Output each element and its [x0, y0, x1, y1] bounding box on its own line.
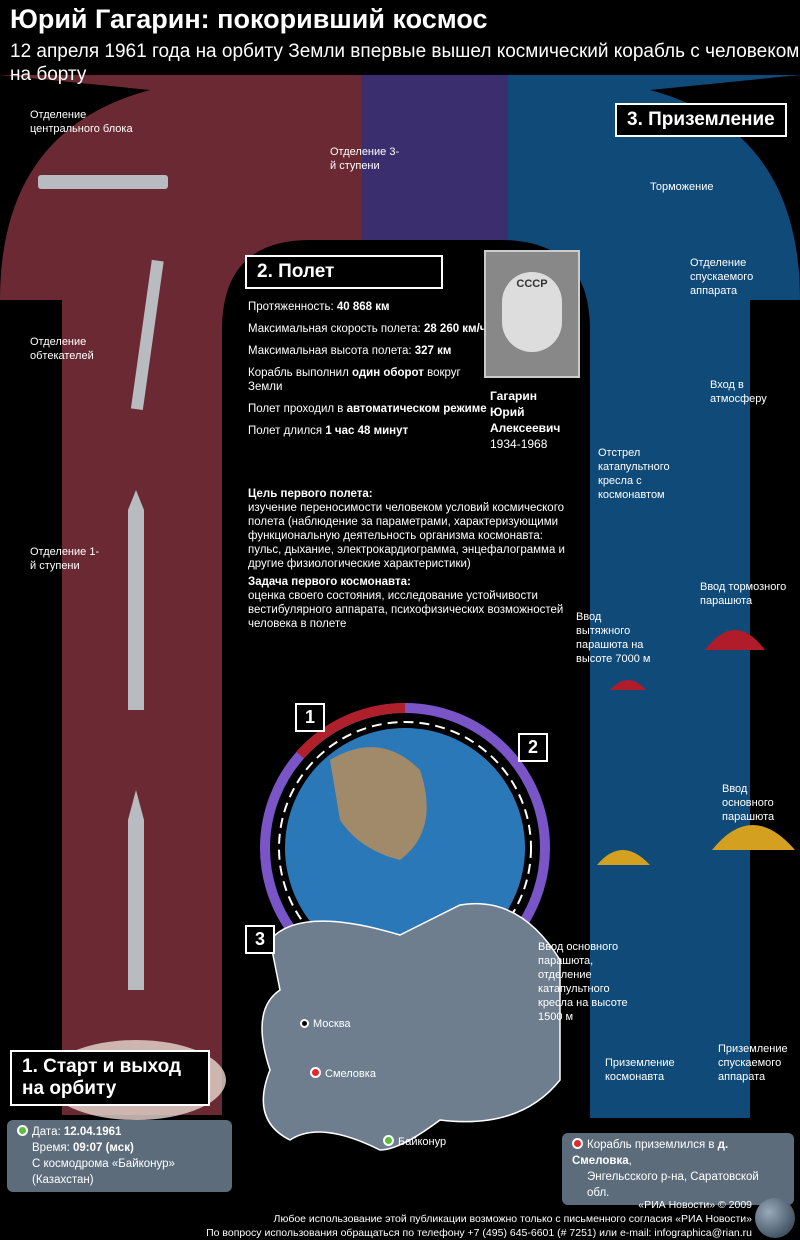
map-moscow: Москва [300, 1017, 351, 1031]
landing-label: Отстрел катапультного кресла с космонавт… [598, 447, 670, 501]
stat-speed: Максимальная скорость полета: 28 260 км/… [248, 323, 487, 335]
stat-altitude: Максимальная высота полета: 327 км [248, 345, 452, 357]
landing-label: Ввод основного парашюта, отделение катап… [538, 941, 628, 1023]
landing-label: Отделение спускаемого аппарата [690, 257, 754, 297]
landing-label: Ввод тормозного парашюта [700, 581, 787, 607]
launch-dot-icon [17, 1125, 28, 1136]
city-dot-icon [300, 1019, 309, 1028]
page-subtitle: 12 апреля 1961 года на орбиту Земли впер… [10, 41, 800, 85]
landing-label: Ввод основного парашюта [722, 783, 775, 823]
landing-dot-icon [572, 1138, 583, 1149]
task-title: Задача первого космонавта: [248, 576, 411, 588]
stat-length: Протяженность: 40 868 км [248, 301, 390, 313]
section-flight-title: 2. Полет [245, 255, 443, 289]
launch-dot-icon [383, 1135, 394, 1146]
orbit-marker-3: 3 [245, 925, 276, 954]
rocket-icon [38, 175, 168, 990]
stat-mode: Полет проходил в автоматическом режиме [248, 403, 487, 415]
section-landing-title: 3. Приземление [615, 103, 787, 137]
task-text: оценка своего состояния, исследование ус… [248, 590, 564, 630]
landing-label: Приземление космонавта [605, 1057, 675, 1083]
landing-label: Торможение [650, 181, 714, 193]
flight-stats: Протяженность: 40 868 км Максимальная ск… [248, 300, 488, 446]
landing-label: Ввод вытяжного парашюта на высоте 7000 м [576, 611, 651, 665]
orbit-marker-1: 1 [295, 703, 326, 732]
landing-label: Вход в атмосферу [710, 379, 767, 405]
orbit-marker-2: 2 [518, 733, 549, 762]
flight-goals: Цель первого полета: изучение переносимо… [248, 487, 578, 631]
map-smelovka: Смеловка [310, 1067, 376, 1081]
russia-map [261, 903, 561, 1151]
map-baikonur: Байконур [383, 1135, 446, 1149]
flight-band [362, 75, 508, 245]
goal-text: изучение переносимости человеком условий… [248, 502, 565, 570]
page-title: Юрий Гагарин: покоривший космос [10, 4, 488, 34]
launch-info-panel: Дата: 12.04.1961 Время: 09:07 (мск) С ко… [7, 1120, 232, 1192]
ria-logo-icon [755, 1198, 795, 1238]
stat-duration: Полет длился 1 час 48 минут [248, 425, 409, 437]
landing-label: Приземление спускаемого аппарата [718, 1043, 788, 1083]
landing-dot-icon [310, 1067, 321, 1078]
launch-label: Отделение 1-й ступени [30, 546, 100, 572]
stat-orbit: Корабль выполнил один оборот вокруг Земл… [248, 367, 461, 393]
footer: «РИА Новости» © 2009 Любое использование… [206, 1199, 752, 1239]
launch-label: Отделение 3-й ступени [330, 146, 400, 172]
gagarin-portrait: СССР [484, 250, 580, 378]
landing-info-panel: Корабль приземлился в д. Смеловка, Энгел… [562, 1133, 794, 1205]
goal-title: Цель первого полета: [248, 488, 373, 500]
launch-label: Отделение центрального блока [30, 109, 133, 135]
launch-label: Отделение обтекателей [30, 336, 94, 362]
section-launch-title: 1. Старт и выход на орбиту [10, 1050, 210, 1106]
